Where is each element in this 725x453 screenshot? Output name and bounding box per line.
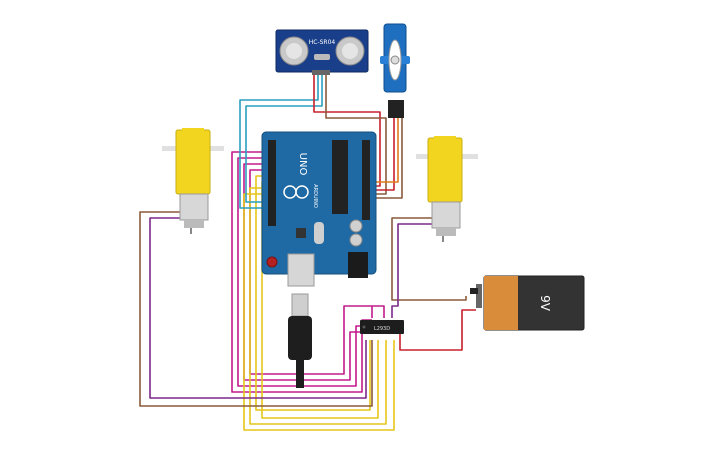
digital-header xyxy=(268,140,276,226)
power-jack xyxy=(348,252,368,278)
wire-yellow-3 xyxy=(249,187,387,425)
motor-right[interactable] xyxy=(416,136,478,242)
wire-brown-servo xyxy=(372,118,403,199)
motor-left[interactable] xyxy=(162,128,224,234)
battery-voltage-label: 9V xyxy=(538,295,552,312)
wire-yellow-4 xyxy=(243,193,395,431)
reset-button[interactable] xyxy=(266,256,278,268)
wire-magenta-5 xyxy=(372,305,385,318)
ultrasonic-sensor[interactable]: HC-SR04 xyxy=(275,29,369,75)
wire-orange-servo xyxy=(372,118,399,183)
servo-motor[interactable] xyxy=(380,23,410,118)
usb-port xyxy=(287,253,315,287)
driver-chip-label: L293D xyxy=(374,326,390,332)
wire-teal-1 xyxy=(239,74,319,209)
motor-driver-ic[interactable]: L293D xyxy=(360,320,404,334)
wire-brown-right xyxy=(391,217,467,301)
wires xyxy=(139,74,476,431)
ultrasonic-model-label: HC-SR04 xyxy=(309,39,336,46)
battery-9v[interactable]: 9V xyxy=(470,275,585,331)
wire-yellow-1 xyxy=(255,175,371,411)
wire-brown-sensor xyxy=(325,74,387,195)
wire-teal-2 xyxy=(245,74,323,203)
wire-purple-right xyxy=(391,223,436,318)
power-header xyxy=(362,140,370,220)
wire-red-battery xyxy=(399,309,476,351)
microcontroller-chip xyxy=(332,140,348,214)
arduino-board[interactable]: UNO ARDUINO xyxy=(261,131,377,287)
brand-label: ARDUINO xyxy=(312,184,318,208)
board-label: UNO xyxy=(297,153,308,176)
wire-brown-left xyxy=(139,211,373,407)
wire-purple-left xyxy=(149,217,367,399)
wire-red-sensor xyxy=(313,74,381,187)
wire-red-servo xyxy=(372,118,395,191)
usb-cable xyxy=(288,293,312,388)
